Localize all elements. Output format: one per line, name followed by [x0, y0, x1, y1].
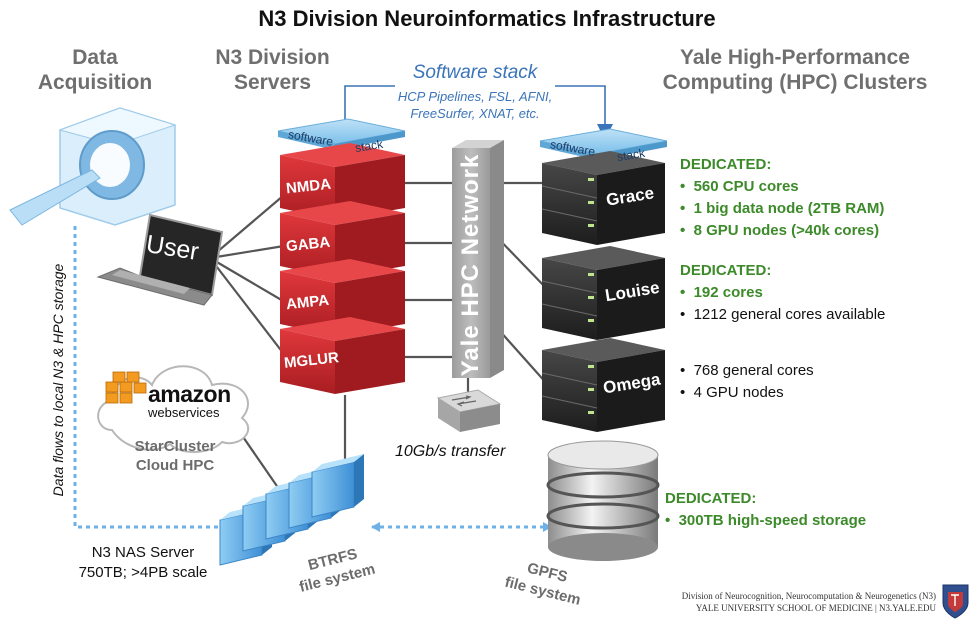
spec-item: • 768 general cores — [680, 362, 814, 379]
header-hpc-clusters: Yale High-Performance Computing (HPC) Cl… — [625, 45, 965, 95]
spec-text: 1 big data node (2TB RAM) — [693, 200, 885, 217]
division-servers-stack — [280, 143, 405, 394]
software-stack-connector — [555, 85, 613, 140]
footer: Division of Neurocognition, Neurocomputa… — [580, 590, 936, 614]
spec-item: • 1212 general cores available — [680, 306, 886, 323]
header-line: Yale High-Performance — [680, 46, 910, 69]
software-stack-title: Software stack — [412, 62, 538, 83]
software-stack-list: HCP Pipelines, FSL, AFNI, FreeSurfer, XN… — [370, 88, 580, 122]
header-line: Data — [72, 46, 118, 69]
spec-item: • 192 cores — [680, 284, 763, 301]
network-switch-icon — [436, 389, 502, 432]
spec-text: 1212 general cores available — [693, 306, 886, 323]
spec-item: • 300TB high-speed storage — [665, 512, 867, 529]
page-title: N3 Division Neuroinformatics Infrastruct… — [258, 6, 716, 31]
header-line: N3 Division — [215, 46, 330, 69]
spec-text: 8 GPU nodes (>40k cores) — [693, 222, 880, 239]
header-data-acquisition: Data Acquisition — [10, 45, 180, 95]
spec-item: • 8 GPU nodes (>40k cores) — [680, 222, 880, 239]
software-list-line: HCP Pipelines, FSL, AFNI, — [397, 89, 553, 104]
footer-line: YALE UNIVERSITY SCHOOL OF MEDICINE | N3.… — [695, 603, 936, 613]
header-division-servers: N3 Division Servers — [185, 45, 360, 95]
omega-specs: • 768 general cores • 4 GPU nodes — [680, 360, 814, 404]
aws-label-line: StarCluster — [134, 438, 216, 455]
aws-cubes-icon — [105, 371, 147, 404]
grace-specs: DEDICATED: • 560 CPU cores • 1 big data … — [680, 154, 884, 242]
header-line: Computing (HPC) Clusters — [662, 71, 928, 94]
spec-text: 192 cores — [693, 284, 763, 301]
transfer-rate-label: 10Gb/s transfer — [395, 443, 506, 460]
connection-lines — [209, 181, 549, 506]
header-line: Acquisition — [37, 71, 153, 94]
arrow-right-icon — [543, 522, 552, 532]
software-stack-connector — [337, 85, 395, 134]
grace-cluster-servers — [541, 151, 665, 245]
aws-brand-sub: webservices — [148, 405, 220, 420]
nas-label-line: 750TB; >4PB scale — [78, 564, 208, 581]
spec-text: 768 general cores — [693, 362, 814, 379]
dedicated-heading: DEDICATED: — [680, 156, 772, 173]
server-block — [280, 143, 405, 220]
spec-text: 4 GPU nodes — [693, 384, 784, 401]
spec-item: • 1 big data node (2TB RAM) — [680, 200, 885, 217]
aws-label-line: Cloud HPC — [135, 457, 215, 474]
spec-item: • 560 CPU cores — [680, 178, 799, 195]
dedicated-heading: DEDICATED: — [665, 490, 757, 507]
nas-label-line: N3 NAS Server — [91, 544, 195, 561]
data-flow-label: Data flows to local N3 & HPC storage — [50, 263, 66, 497]
spec-item: • 4 GPU nodes — [680, 384, 784, 401]
aws-brand: amazon — [148, 381, 231, 407]
hpc-network-pillar — [452, 140, 504, 378]
footer-line: Division of Neurocognition, Neurocomputa… — [681, 591, 936, 601]
data-flow-line — [73, 226, 225, 529]
spec-text: 560 CPU cores — [693, 178, 799, 195]
software-list-line: FreeSurfer, XNAT, etc. — [410, 106, 540, 121]
spec-text: 300TB high-speed storage — [678, 512, 867, 529]
server-block — [280, 317, 405, 394]
aws-cloud-icon — [97, 365, 250, 453]
yale-shield-icon — [942, 584, 969, 619]
nas-label: N3 NAS Server 750TB; >4PB scale — [48, 543, 238, 583]
laptop-icon — [96, 213, 224, 306]
header-line: Servers — [233, 71, 312, 94]
nas-server-icon — [219, 454, 364, 566]
mri-scanner-icon — [9, 107, 177, 226]
omega-cluster-servers — [541, 338, 665, 432]
louise-cluster-servers — [541, 246, 665, 340]
storage-specs: DEDICATED: • 300TB high-speed storage — [665, 488, 866, 532]
arrow-left-icon — [371, 522, 380, 532]
louise-specs: DEDICATED: • 192 cores • 1212 general co… — [680, 260, 885, 326]
gpfs-storage-icon — [546, 440, 660, 561]
aws-label: StarCluster Cloud HPC — [120, 437, 230, 475]
dedicated-heading: DEDICATED: — [680, 262, 772, 279]
network-label: Yale HPC Network — [457, 153, 484, 377]
